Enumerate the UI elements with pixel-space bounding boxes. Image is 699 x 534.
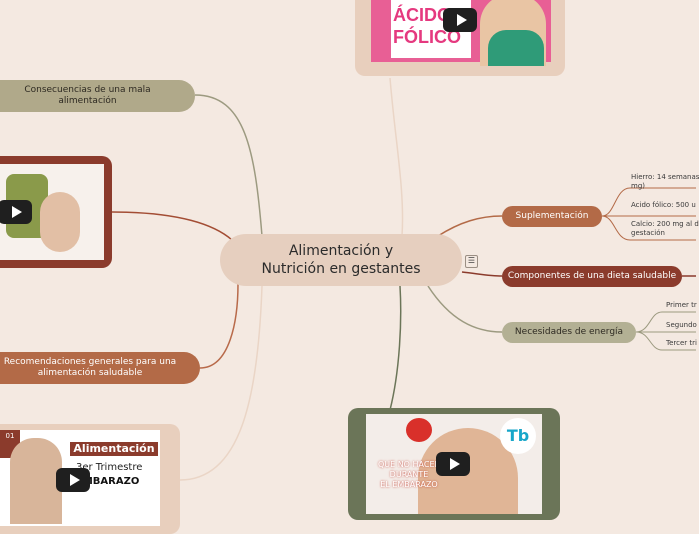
video-acido-folico-title-line1: ÁCIDO (393, 5, 451, 25)
node-recomendaciones-line1: Recomendaciones generales para una (3, 357, 177, 367)
leaf-calcio[interactable]: Calcio: 200 mg al d gestación (631, 220, 699, 238)
video-alimentacion-embarazo: EMBARAZO (76, 476, 140, 487)
video-que-no-hacer[interactable]: Tb QUE NO HACER DURANTE EL EMBARAZO (348, 408, 560, 520)
central-topic-line2: Nutrición en gestantes (261, 261, 421, 277)
apple-image (406, 418, 432, 442)
leaf-calcio-line1: Calcio: 200 mg al d (631, 220, 699, 228)
video-que-no-hacer-caption: QUE NO HACER DURANTE EL EMBARAZO (374, 460, 444, 490)
central-topic[interactable]: Alimentación y Nutrición en gestantes (220, 234, 462, 286)
node-suplementacion-label: Suplementación (515, 211, 589, 221)
node-consecuencias-line1: Consecuencias de una mala (24, 85, 151, 95)
leaf-acido-folico[interactable]: Acido fólico: 500 u (631, 201, 696, 210)
presenter-shirt (488, 30, 544, 66)
node-componentes-label: Componentes de una dieta saludable (507, 271, 677, 281)
play-icon[interactable] (0, 200, 32, 224)
leaf-calcio-line2: gestación (631, 229, 665, 237)
node-recomendaciones-line2: alimentación saludable (37, 368, 143, 378)
video-pickles[interactable] (0, 156, 112, 268)
central-topic-line1: Alimentación y (288, 243, 394, 259)
connector-lines (111, 77, 696, 481)
node-consecuencias-line2: alimentación (58, 96, 117, 106)
leaf-segundo-trimestre[interactable]: Segundo (666, 321, 697, 329)
play-icon[interactable] (436, 452, 470, 476)
video-acido-folico-title: ÁCIDO FÓLICO (393, 4, 461, 48)
leaf-acido-folico-line1: Acido fólico: 500 u (631, 201, 696, 209)
node-necesidades-label: Necesidades de energía (514, 327, 624, 337)
leaf-hierro[interactable]: Hierro: 14 semanas mg) (631, 173, 699, 191)
node-consecuencias[interactable]: Consecuencias de una mala alimentación (0, 80, 195, 112)
tb-logo: Tb (500, 418, 536, 454)
play-icon[interactable] (56, 468, 90, 492)
video-acido-folico-title-line2: FÓLICO (393, 27, 461, 47)
leaf-primer-trimestre[interactable]: Primer tr (666, 301, 697, 309)
caption-line1: QUE NO HACER (377, 460, 441, 469)
node-necesidades[interactable]: Necesidades de energía (502, 322, 636, 343)
node-suplementacion[interactable]: Suplementación (502, 206, 602, 227)
video-alimentacion-trimestre[interactable]: 01 Alimentación 3er Trimestre EMBARAZO (0, 424, 180, 534)
leaf-hierro-line2: mg) (631, 182, 645, 190)
list-icon[interactable]: ☰ (465, 255, 478, 268)
video-alimentacion-subtitle: 3er Trimestre (76, 462, 143, 473)
leaf-tercer-trimestre[interactable]: Tercer tri (666, 339, 697, 347)
hand-image (40, 192, 80, 252)
node-recomendaciones[interactable]: Recomendaciones generales para una alime… (0, 352, 200, 384)
caption-line3: EL EMBARAZO (380, 480, 438, 489)
presenter-image (10, 438, 62, 524)
node-componentes[interactable]: Componentes de una dieta saludable (502, 266, 682, 287)
caption-line2: DURANTE (389, 470, 429, 479)
leaf-hierro-line1: Hierro: 14 semanas (631, 173, 699, 181)
video-alimentacion-title: Alimentación (70, 442, 158, 456)
play-icon[interactable] (443, 8, 477, 32)
video-acido-folico[interactable]: ÁCIDO FÓLICO (355, 0, 565, 76)
